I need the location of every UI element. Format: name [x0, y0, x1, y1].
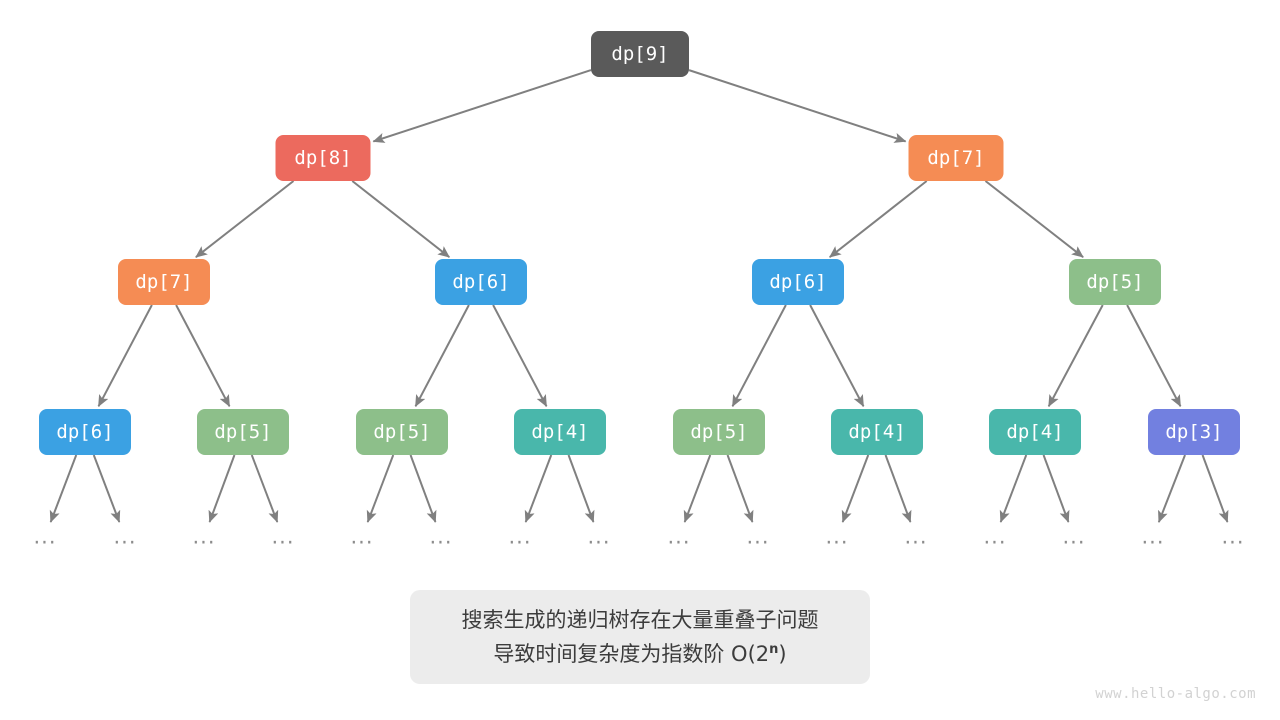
ellipsis-marker-3: ... [271, 524, 295, 549]
tree-node-dp7-l2-0: dp[7] [118, 259, 210, 305]
ellipsis-marker-13: ... [1062, 524, 1086, 549]
tree-node-dp4-l3-3: dp[4] [514, 409, 606, 455]
tree-edge [372, 69, 592, 143]
caption-line-2-prefix: 导致时间复杂度为指数阶 O(2 [493, 642, 770, 666]
caption-exponent: n [769, 642, 779, 657]
watermark: www.hello-algo.com [1095, 686, 1256, 702]
tree-edge [175, 304, 231, 408]
tree-edge [409, 454, 437, 523]
tree-edge [688, 69, 907, 143]
ellipsis-marker-9: ... [746, 524, 770, 549]
tree-edge [809, 304, 865, 408]
tree-edge [208, 454, 236, 523]
ellipsis-marker-1: ... [113, 524, 137, 549]
tree-node-dp9-l0-0: dp[9] [591, 31, 689, 77]
tree-node-dp6-l2-1: dp[6] [435, 259, 527, 305]
ellipsis-marker-4: ... [350, 524, 374, 549]
tree-edge [884, 454, 912, 523]
tree-edge [366, 454, 395, 523]
tree-node-dp5-l2-3: dp[5] [1069, 259, 1161, 305]
tree-node-dp5-l3-2: dp[5] [356, 409, 448, 455]
caption-box: 搜索生成的递归树存在大量重叠子问题 导致时间复杂度为指数阶 O(2n) [410, 590, 870, 684]
tree-edge [49, 454, 78, 523]
ellipsis-marker-14: ... [1141, 524, 1165, 549]
tree-edge [351, 180, 450, 258]
tree-edge [841, 454, 870, 523]
caption-line-2: 导致时间复杂度为指数阶 O(2n) [493, 637, 786, 671]
ellipsis-marker-0: ... [33, 524, 57, 549]
tree-edge [1126, 304, 1182, 408]
tree-node-dp4-l3-6: dp[4] [989, 409, 1081, 455]
tree-edge [1201, 454, 1229, 523]
tree-edge [999, 454, 1028, 523]
tree-edge [524, 454, 553, 523]
tree-node-dp3-l3-7: dp[3] [1148, 409, 1240, 455]
tree-edge [250, 454, 279, 523]
ellipsis-marker-8: ... [667, 524, 691, 549]
tree-edge [683, 454, 712, 523]
tree-edge [1047, 304, 1104, 408]
tree-edge [195, 180, 295, 258]
tree-edge [414, 304, 470, 408]
ellipsis-marker-6: ... [508, 524, 532, 549]
ellipsis-marker-10: ... [825, 524, 849, 549]
caption-line-2-suffix: ) [778, 642, 787, 666]
tree-edge [1042, 454, 1070, 523]
tree-node-dp6-l3-0: dp[6] [39, 409, 131, 455]
tree-node-dp6-l2-2: dp[6] [752, 259, 844, 305]
ellipsis-marker-7: ... [587, 524, 611, 549]
tree-edge [726, 454, 754, 523]
ellipsis-marker-11: ... [904, 524, 928, 549]
tree-edge [1157, 454, 1186, 523]
tree-node-dp7-l1-1: dp[7] [908, 135, 1004, 181]
ellipsis-marker-15: ... [1221, 524, 1245, 549]
tree-edge [92, 454, 121, 523]
tree-node-dp4-l3-5: dp[4] [831, 409, 923, 455]
tree-edge [731, 304, 787, 408]
tree-edge [829, 180, 928, 258]
ellipsis-marker-12: ... [983, 524, 1007, 549]
tree-edge [567, 454, 595, 523]
tree-node-dp8-l1-0: dp[8] [275, 135, 371, 181]
tree-edge [492, 304, 548, 408]
ellipsis-marker-5: ... [429, 524, 453, 549]
caption-line-1: 搜索生成的递归树存在大量重叠子问题 [461, 608, 819, 632]
ellipsis-marker-2: ... [192, 524, 216, 549]
tree-node-dp5-l3-4: dp[5] [673, 409, 765, 455]
tree-edge [984, 180, 1084, 258]
tree-edge [97, 304, 153, 408]
tree-node-dp5-l3-1: dp[5] [197, 409, 289, 455]
